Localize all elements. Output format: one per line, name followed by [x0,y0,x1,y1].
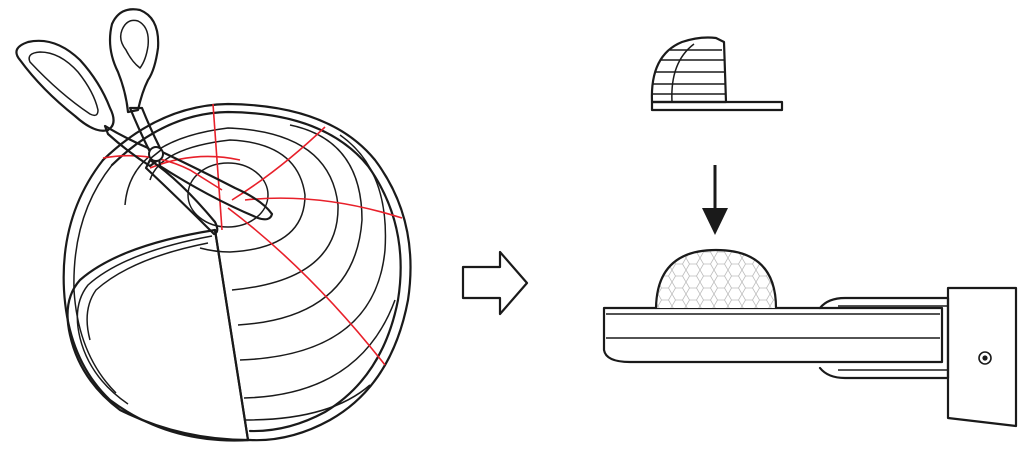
peeled-segment-edge-2 [87,243,208,340]
sensor-lens-hex-pattern [650,246,782,310]
scissors-handle-right [110,9,158,112]
cut-line-4 [245,198,402,218]
ring-7 [246,385,370,420]
ring-4 [238,125,362,325]
scissors-handle-right-inner [121,20,149,68]
down-arrow-icon [702,165,728,235]
cut-line-1 [213,104,222,230]
cut-lens-piece [652,38,782,111]
cut-line-3 [232,127,325,200]
right-arrow-icon [463,252,527,314]
fresnel-lens-sphere [64,104,411,441]
sensor-body [604,308,942,362]
lens-piece-base [652,102,782,110]
motion-sensor-device [604,246,1016,426]
lens-piece-dome [652,38,726,103]
cut-line-6 [150,156,240,168]
cut-edge [215,230,248,440]
screw-icon [979,352,991,364]
scissors-icon [16,9,272,234]
